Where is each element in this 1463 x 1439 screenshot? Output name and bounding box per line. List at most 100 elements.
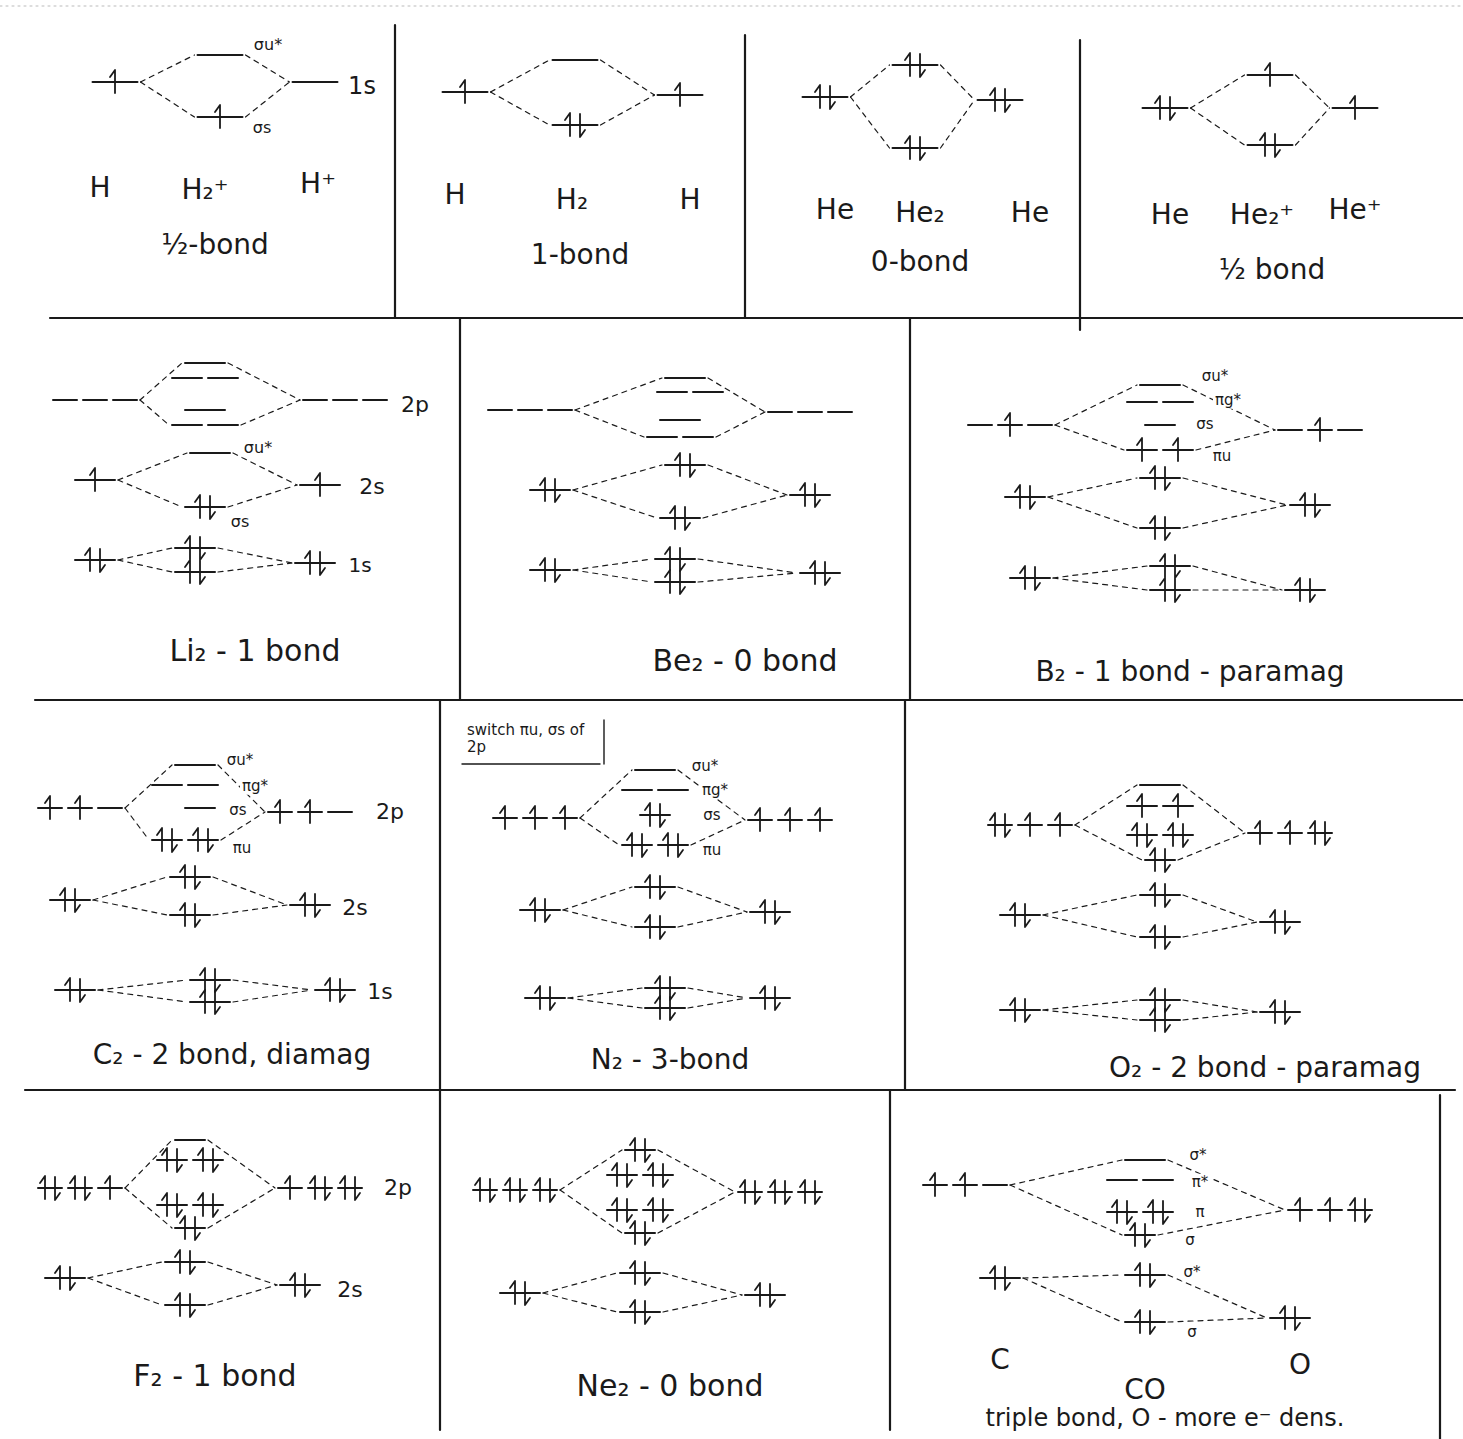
energy-level <box>683 436 713 438</box>
spin-up-arrow <box>1135 1263 1140 1286</box>
correlation-line <box>118 453 187 480</box>
correlation-line <box>1183 478 1287 505</box>
spin-down-arrow <box>215 991 220 1014</box>
correlation-line <box>543 1293 617 1312</box>
spin-down-arrow <box>1147 824 1152 847</box>
spin-up-arrow <box>663 833 668 856</box>
spin-up-arrow <box>990 813 995 836</box>
spin-up-arrow <box>195 495 200 518</box>
energy-level <box>170 914 210 916</box>
spin-up-arrow <box>1295 1198 1300 1221</box>
correlation-line <box>140 400 169 425</box>
spin-up-arrow <box>540 558 545 581</box>
spin-down-arrow <box>815 484 820 507</box>
column-divider <box>909 318 911 700</box>
energy-level <box>635 886 675 888</box>
spin-down-arrow <box>1165 517 1170 540</box>
spin-up-arrow <box>645 803 650 826</box>
spin-up-arrow <box>215 105 220 128</box>
energy-level <box>893 147 938 149</box>
energy-level <box>113 399 137 401</box>
energy-level <box>798 1191 822 1193</box>
diagram-panel: HeHe₂He0-bond <box>745 30 1080 318</box>
caption-text: H₂ <box>554 185 590 216</box>
spin-up-arrow <box>810 561 815 584</box>
mo-diagram <box>473 1138 822 1324</box>
correlation-line <box>125 1140 172 1188</box>
energy-level <box>553 59 598 61</box>
spin-down-arrow <box>1145 1224 1150 1247</box>
energy-level <box>1140 384 1180 386</box>
spin-up-arrow <box>90 468 95 491</box>
correlation-line <box>1043 895 1137 915</box>
diagram-panel: Be₂ - 0 bond <box>460 318 910 700</box>
energy-level <box>208 377 238 379</box>
row-divider <box>50 317 1463 319</box>
spin-up-arrow <box>540 478 545 501</box>
energy-level <box>1278 429 1302 431</box>
spin-down-arrow <box>1285 911 1290 934</box>
spin-up-arrow <box>185 536 190 559</box>
spin-up-arrow <box>675 83 680 106</box>
energy-level <box>828 411 852 413</box>
energy-level <box>303 399 327 401</box>
correlation-line <box>208 1262 277 1285</box>
spin-down-arrow <box>642 834 647 857</box>
correlation-line <box>601 95 655 125</box>
spin-up-arrow <box>1130 1223 1135 1246</box>
spin-up-arrow <box>75 796 80 819</box>
energy-level <box>190 979 230 981</box>
energy-level <box>1290 504 1330 506</box>
spin-down-arrow <box>1175 579 1180 602</box>
spin-up-arrow <box>1300 493 1305 516</box>
correlation-line <box>1183 505 1287 528</box>
spin-up-arrow <box>770 1180 775 1203</box>
spin-down-arrow <box>770 1284 775 1307</box>
correlation-line <box>698 559 797 573</box>
energy-level <box>745 1294 785 1296</box>
spin-down-arrow <box>645 1139 650 1162</box>
spin-up-arrow <box>200 990 205 1013</box>
correlation-line <box>568 988 642 998</box>
caption-text: He <box>1149 200 1191 231</box>
spin-up-arrow <box>70 1176 75 1199</box>
spin-up-arrow <box>1270 910 1275 933</box>
spin-up-arrow <box>1150 466 1155 489</box>
energy-level <box>693 391 723 393</box>
correlation-line <box>98 990 187 1002</box>
spin-up-arrow <box>675 453 680 476</box>
spin-up-arrow <box>530 898 535 921</box>
spin-down-arrow <box>545 899 550 922</box>
spin-up-arrow <box>65 978 70 1001</box>
caption-text: He⁺ <box>1326 195 1383 226</box>
correlation-line <box>543 1273 617 1293</box>
correlation-line <box>140 363 182 400</box>
spin-up-arrow <box>1135 1310 1140 1333</box>
spin-up-arrow <box>740 1180 745 1203</box>
energy-level <box>185 409 225 411</box>
spin-down-arrow <box>690 454 695 477</box>
correlation-line <box>1043 1000 1137 1010</box>
mo-diagram <box>488 378 852 594</box>
spin-up-arrow <box>612 1198 617 1221</box>
correlation-line <box>1010 1160 1122 1185</box>
energy-level <box>645 987 685 989</box>
orbital-label: 1s <box>365 980 394 1004</box>
energy-level <box>1308 832 1332 834</box>
energy-level <box>157 1204 187 1206</box>
correlation-line <box>491 92 550 125</box>
spin-down-arrow <box>1165 849 1170 872</box>
correlation-line <box>141 55 195 82</box>
diagram-panel: HeHe₂⁺He⁺½ bond <box>1080 30 1463 318</box>
energy-level <box>175 1227 205 1229</box>
energy-level <box>738 1191 762 1193</box>
energy-level <box>1000 914 1040 916</box>
correlation-line <box>88 1262 162 1278</box>
spin-up-arrow <box>665 547 670 570</box>
correlation-line <box>1053 566 1147 578</box>
energy-level <box>635 769 675 771</box>
spin-up-arrow <box>1150 1008 1155 1031</box>
energy-level <box>533 1189 557 1191</box>
correlation-line <box>118 560 172 572</box>
caption-text: ½-bond <box>159 230 271 261</box>
